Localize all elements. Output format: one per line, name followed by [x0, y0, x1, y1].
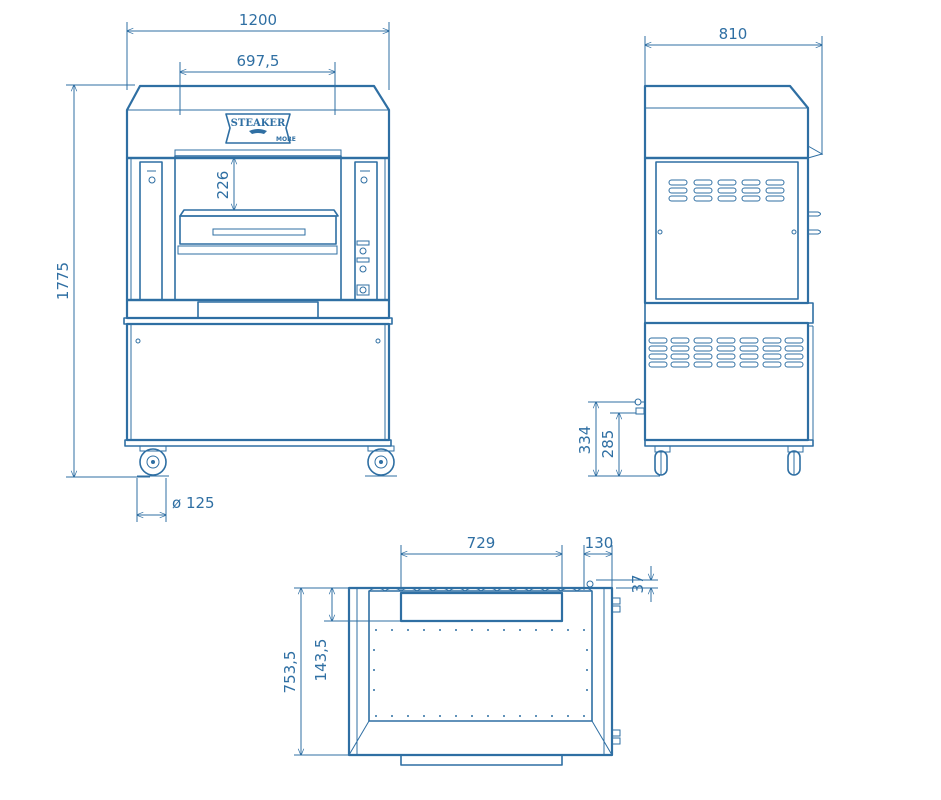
- front-right-caster: [365, 445, 397, 477]
- dimension-label-334: 334: [576, 426, 594, 455]
- dimension-opening-height: 226: [214, 158, 234, 210]
- dimension-label-285: 285: [599, 430, 617, 459]
- dimension-label-37: 37: [629, 574, 647, 593]
- grill-rack: [179, 209, 339, 217]
- dimension-label-opening-width: 697,5: [237, 52, 280, 70]
- front-left-caster: [137, 445, 169, 477]
- dimension-label-753: 753,5: [281, 651, 299, 694]
- brand-logo: STEAKER MORE: [225, 113, 296, 144]
- brand-maker-text: MORE: [276, 136, 296, 143]
- top-view: 729 130 37 753,5 143,5: [281, 534, 658, 766]
- dimension-width-1200: 1200: [127, 11, 389, 90]
- dimension-wheel: ø 125: [137, 478, 215, 522]
- drawer-handle: [212, 228, 306, 236]
- drawer-panel: [179, 215, 337, 245]
- top-rivets: [373, 629, 588, 717]
- top-front-tray: [400, 754, 563, 766]
- dimension-label-130: 130: [585, 534, 614, 552]
- top-outer-body: [347, 586, 614, 757]
- side-lower-vents: [648, 337, 804, 368]
- side-view: 810: [576, 25, 824, 476]
- side-right-caster: [787, 445, 804, 476]
- side-upper-panel: [655, 161, 799, 300]
- top-oven-opening: [399, 591, 564, 623]
- top-inner-panel: [368, 590, 593, 722]
- dimension-label-width: 1200: [239, 11, 277, 29]
- dimension-front-offset-143: 143,5: [312, 588, 401, 681]
- dimension-label-143: 143,5: [312, 639, 330, 682]
- dimension-label-depth: 810: [719, 25, 748, 43]
- front-view: 1200 697,5 1775 STEAKER MORE: [54, 11, 397, 522]
- side-left-caster: [654, 445, 671, 476]
- dimension-rear-offset-130: 130: [584, 534, 613, 590]
- side-upper-vents: [668, 179, 785, 202]
- top-rear-edge: [368, 587, 593, 592]
- dimension-height-1775: 1775: [54, 85, 150, 477]
- dimension-side-heights: 334 285: [576, 402, 660, 476]
- dimension-label-729: 729: [467, 534, 496, 552]
- oven-opening: [174, 155, 342, 301]
- side-hood: [643, 84, 810, 160]
- dimension-label-height: 1775: [54, 262, 72, 300]
- control-panel: [356, 240, 370, 296]
- dimension-depth-753: 753,5: [281, 588, 370, 755]
- dimension-small-offset-37: 37: [596, 566, 658, 602]
- brand-logo-text: STEAKER: [231, 118, 286, 129]
- gas-connector: [634, 398, 645, 415]
- base-cabinet: [125, 322, 391, 442]
- front-tray: [197, 301, 319, 319]
- dimension-opening-width: 697,5: [180, 52, 335, 115]
- dimension-label-wheel: ø 125: [172, 494, 215, 512]
- dimension-depth-810: 810: [645, 25, 822, 155]
- dimension-inner-width-729: 729: [401, 534, 562, 590]
- dimension-label-opening-height: 226: [214, 171, 232, 200]
- side-base-cabinet: [643, 321, 810, 442]
